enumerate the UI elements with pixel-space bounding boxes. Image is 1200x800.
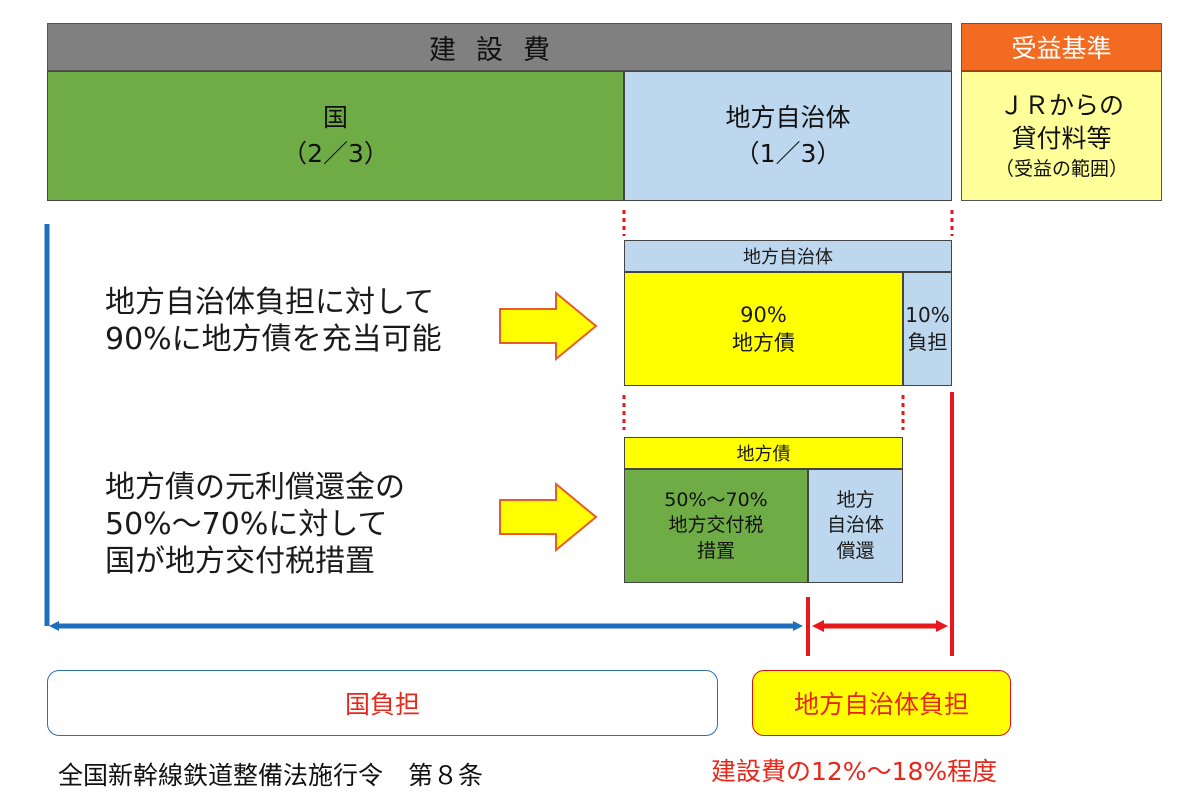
box2-local-line1: 地方 <box>836 488 875 511</box>
explanation-1: 地方自治体負担に対して 90%に地方債を充当可能 <box>105 285 505 359</box>
box1-bond-cell: 90% 地方債 <box>624 272 903 386</box>
box2-tax-line1: 地方交付税 <box>668 514 764 537</box>
state-share: （2／3） <box>282 139 389 168</box>
local-burden-text: 地方自治体負担 <box>793 690 969 719</box>
explanation-1-line2: 90%に地方債を充当可能 <box>105 321 442 357</box>
jr-sub: （受益の範囲） <box>994 158 1128 181</box>
local-share-cell: 地方自治体 （1／3） <box>624 71 952 201</box>
box2-local-line3: 償還 <box>836 539 875 562</box>
local-burden-range: 建設費の12%～18%程度 <box>711 757 998 786</box>
box2-tax-cell: 50%～70% 地方交付税 措置 <box>624 469 808 583</box>
local-burden-label: 地方自治体負担 <box>752 670 1011 736</box>
box2-local-cell: 地方 自治体 償還 <box>808 469 903 583</box>
explanation-1-line1: 地方自治体負担に対して <box>105 285 435 320</box>
box1-bond-pct: 90% <box>740 302 787 327</box>
box1-self-label: 負担 <box>907 330 948 354</box>
box1-self-cell: 10% 負担 <box>903 272 952 386</box>
state-burden-label: 国負担 <box>47 670 718 736</box>
box1-header-label: 地方自治体 <box>743 247 833 268</box>
explanation-2-line2: 50%～70%に対して <box>105 506 388 542</box>
construction-cost-label: 建設費 <box>429 34 570 66</box>
state-label: 国 <box>322 102 348 132</box>
construction-cost-header: 建設費 <box>47 23 952 71</box>
box2-tax-line2: 措置 <box>696 539 735 562</box>
explanation-2: 地方債の元利償還金の 50%～70%に対して 国が地方交付税措置 <box>105 470 505 581</box>
state-share-cell: 国 （2／3） <box>47 71 624 201</box>
benefit-standard-label: 受益基準 <box>1011 34 1112 63</box>
explanation-2-line1: 地方債の元利償還金の <box>105 470 405 505</box>
jr-line1: ＪＲからの <box>998 91 1124 121</box>
benefit-standard-header: 受益基準 <box>961 23 1162 71</box>
jr-lease-cell: ＪＲからの 貸付料等 （受益の範囲） <box>961 71 1162 201</box>
state-burden-text: 国負担 <box>344 690 420 719</box>
local-label: 地方自治体 <box>725 102 851 132</box>
jr-line2: 貸付料等 <box>1011 123 1112 153</box>
explanation-2-line3: 国が地方交付税措置 <box>105 543 375 579</box>
box2-local-line2: 自治体 <box>826 514 884 537</box>
box2-header: 地方債 <box>624 437 903 469</box>
box1-bond-label: 地方債 <box>732 331 795 355</box>
yellow-arrow-icon <box>499 290 598 362</box>
box2-tax-pct: 50%～70% <box>664 488 768 511</box>
box1-header: 地方自治体 <box>624 240 952 272</box>
yellow-arrow-icon <box>499 481 598 553</box>
local-share: （1／3） <box>734 139 842 168</box>
box2-header-label: 地方債 <box>736 444 791 465</box>
box1-self-pct: 10% <box>905 303 950 327</box>
law-reference: 全国新幹線鉄道整備法施行令 第８条 <box>58 761 484 790</box>
